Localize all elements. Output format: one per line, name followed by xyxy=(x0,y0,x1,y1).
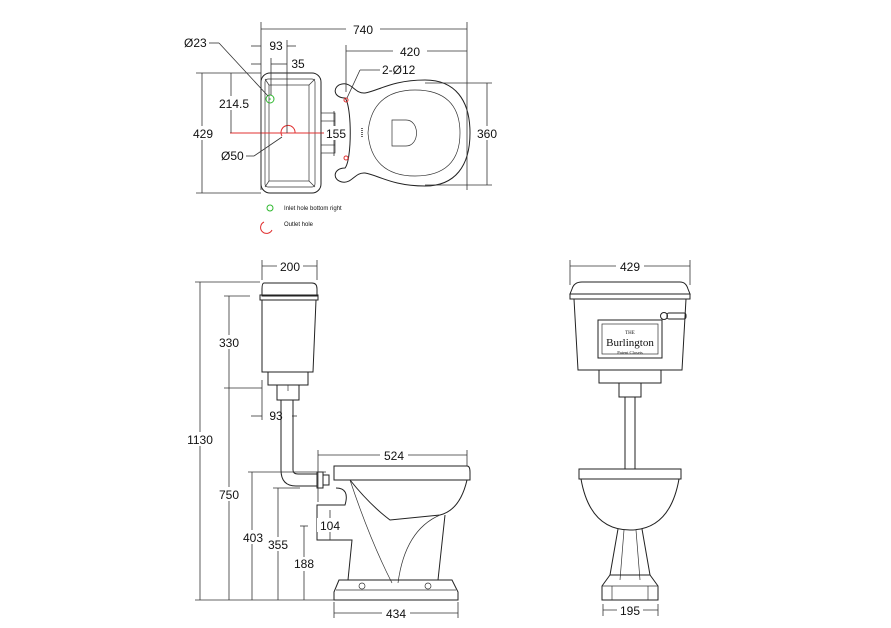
dim-outlet-height: 355 xyxy=(268,538,288,552)
legend-inlet-label: Inlet hole bottom right xyxy=(284,206,342,212)
inlet-centre xyxy=(269,98,271,100)
badge-line3: Patent Closets xyxy=(617,350,643,355)
pan-front-curve xyxy=(397,514,441,584)
pan-seat xyxy=(333,465,471,481)
dim-pipe-offset: 93 xyxy=(269,409,283,423)
dim-inlet-offset: 93 xyxy=(269,39,283,53)
legend: Inlet hole bottom right Outlet hole xyxy=(260,204,342,234)
label-bg xyxy=(240,530,266,544)
dim-cistern-bottom-height: 750 xyxy=(219,488,239,502)
fixing-bolt-icon xyxy=(358,582,366,590)
dim-base-length: 434 xyxy=(386,607,406,621)
label-bg xyxy=(474,126,500,140)
plan-view: 740 420 93 35 Ø23 429 214.5 Ø50 xyxy=(184,22,500,234)
label-bg xyxy=(324,126,348,140)
flush-lever-handle xyxy=(666,312,687,320)
front-cistern-band xyxy=(569,293,691,300)
front-pan-bowl xyxy=(580,478,680,531)
flush-lever-icon xyxy=(660,312,668,320)
dim-cistern-depth: 429 xyxy=(193,127,213,141)
dim-outlet-size: 104 xyxy=(320,519,340,533)
fixing-bolt-icon xyxy=(424,582,432,590)
leader xyxy=(218,42,269,97)
pedestal-inner xyxy=(619,529,641,581)
pipe-connector xyxy=(322,474,330,486)
corner-line xyxy=(308,180,316,188)
cistern-base xyxy=(267,371,309,386)
side-view: 200 1130 330 750 93 524 403 xyxy=(184,259,471,621)
dim-pan-length-side: 524 xyxy=(384,449,404,463)
dim-front-base-width: 195 xyxy=(620,604,640,618)
label-bg xyxy=(216,96,250,110)
pedestal-outer xyxy=(609,528,651,576)
dim-fixing-holes: 2-Ø12 xyxy=(382,63,416,77)
label-bg xyxy=(317,518,343,532)
dim-total-height: 1130 xyxy=(187,433,213,447)
corner-line xyxy=(308,78,316,86)
badge-line1: THE xyxy=(625,331,635,336)
dim-outlet-from-side: 214.5 xyxy=(219,97,249,111)
leader xyxy=(346,69,361,99)
cistern-body xyxy=(261,299,317,373)
front-cistern-base xyxy=(598,369,662,384)
label-bg xyxy=(265,537,291,551)
pan-outlet-profile xyxy=(316,487,446,581)
flush-pipe-outer xyxy=(280,400,317,487)
dim-inlet-dia: Ø23 xyxy=(184,36,207,50)
pan-bowl xyxy=(348,479,468,521)
front-cistern-body xyxy=(573,298,687,371)
leader xyxy=(253,136,283,157)
front-flush-valve xyxy=(618,382,642,398)
cistern-lid xyxy=(261,282,318,297)
front-view: 429 THE Burlington Patent Closets 195 xyxy=(569,259,691,618)
dim-cistern-width: 200 xyxy=(280,260,300,274)
label-bg xyxy=(216,335,242,349)
front-cistern-lid xyxy=(569,281,691,295)
badge-line2: Burlington xyxy=(606,337,654,349)
label-bg xyxy=(184,432,216,446)
dim-outlet-centre-height: 188 xyxy=(294,557,314,571)
inlet-legend-icon xyxy=(266,204,274,212)
corner-line xyxy=(264,180,270,188)
flush-pipe-inner xyxy=(292,400,317,475)
label-bg xyxy=(277,259,303,273)
front-pan-rim xyxy=(578,468,682,480)
label-bg xyxy=(346,22,380,36)
pan-trap-curve xyxy=(349,479,393,584)
inlet-hole-icon xyxy=(265,94,275,104)
seat-plan xyxy=(367,89,461,177)
label-bg xyxy=(382,606,410,620)
dim-overall-length: 740 xyxy=(353,23,373,37)
nameplate-inner xyxy=(601,323,659,355)
front-plinth xyxy=(601,574,659,601)
outlet-legend-icon xyxy=(260,221,273,234)
dim-outlet-dia: Ø50 xyxy=(221,149,244,163)
dim-front-cistern-width: 429 xyxy=(620,260,640,274)
dim-connector-width: 155 xyxy=(326,127,346,141)
label-bg xyxy=(380,448,408,462)
front-flush-pipe xyxy=(624,396,636,470)
corner-line xyxy=(264,78,270,86)
pan-plinth xyxy=(333,579,459,601)
label-bg xyxy=(190,126,216,140)
bowl-opening xyxy=(391,119,417,147)
fixing-hole-icon xyxy=(343,97,349,103)
nameplate xyxy=(597,319,663,359)
label-bg xyxy=(393,44,427,58)
dim-inlet-from-back: 35 xyxy=(291,57,305,71)
label-bg xyxy=(292,557,318,571)
dim-cistern-height: 330 xyxy=(219,336,239,350)
dim-pan-length: 420 xyxy=(400,45,420,59)
label-bg xyxy=(216,487,242,501)
label-bg xyxy=(616,259,644,273)
legend-outlet-label: Outlet hole xyxy=(284,222,314,228)
label-bg xyxy=(617,603,643,617)
dim-seat-height: 403 xyxy=(243,531,263,545)
fixing-hole-icon xyxy=(343,155,349,161)
outlet-hole-icon xyxy=(280,124,296,137)
pan-plan-outline xyxy=(334,79,471,187)
dim-pan-width: 360 xyxy=(477,127,497,141)
